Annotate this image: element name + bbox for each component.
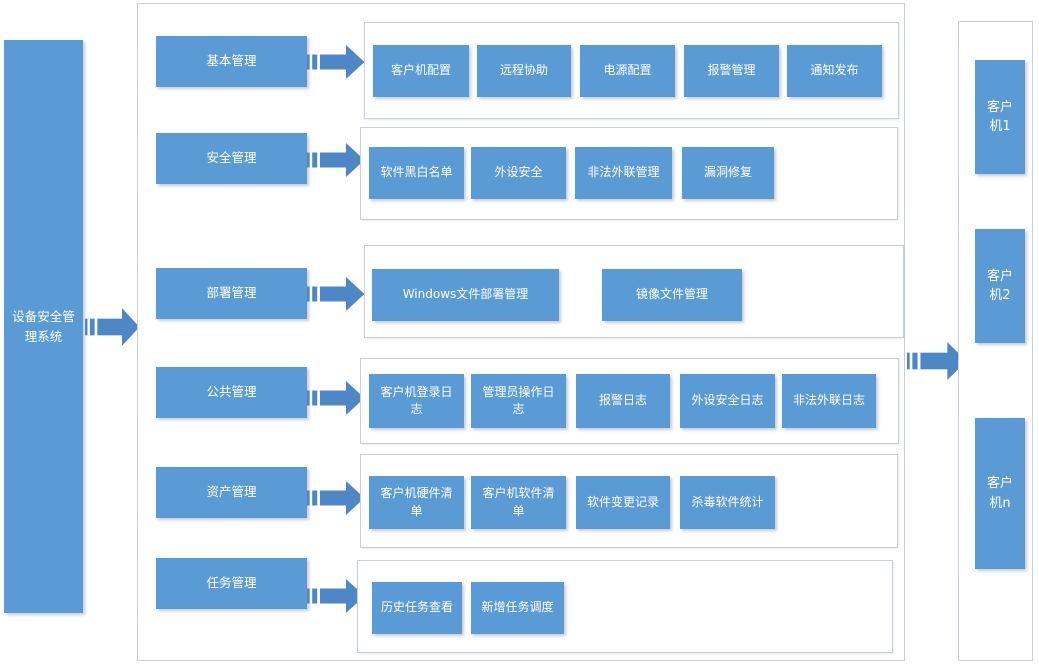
group-frame-basic: 客户机配置 远程协助 电源配置 报警管理 通知发布 [364, 22, 899, 119]
feature-box: 软件黑白名单 [369, 147, 464, 199]
feature-box: 外设安全日志 [680, 374, 775, 428]
root-system-box: 设备安全管理系统 [4, 40, 83, 613]
feature-box: 客户机软件清单 [471, 476, 566, 529]
feature-box: 外设安全 [471, 147, 566, 199]
flow-arrow-icon [307, 44, 365, 80]
feature-box: 非法外联管理 [575, 147, 672, 199]
group-frame-task: 历史任务查看 新增任务调度 [357, 560, 893, 653]
feature-box: 电源配置 [580, 45, 675, 97]
feature-box: 客户机硬件清单 [369, 476, 464, 529]
feature-box: 非法外联日志 [782, 374, 876, 428]
feature-box: 客户机配置 [373, 45, 469, 97]
group-frame-security: 软件黑白名单 外设安全 非法外联管理 漏洞修复 [360, 127, 898, 220]
feature-box: 客户机登录日志 [369, 374, 464, 428]
feature-box: 报警日志 [576, 374, 670, 428]
feature-box: 杀毒软件统计 [680, 476, 775, 529]
category-box-security: 安全管理 [156, 133, 307, 184]
feature-box: 漏洞修复 [682, 147, 774, 199]
flow-arrow-icon [307, 480, 365, 516]
client-box: 客户机1 [975, 60, 1025, 174]
category-box-task: 任务管理 [156, 558, 307, 609]
clients-container: 客户机1 客户机2 客户机n [958, 21, 1033, 661]
client-box: 客户机n [975, 418, 1025, 569]
feature-box: 远程协助 [477, 45, 571, 97]
category-box-basic: 基本管理 [156, 36, 307, 87]
feature-box: 管理员操作日志 [471, 374, 566, 428]
flow-arrow-icon [307, 380, 365, 416]
flow-arrow-icon [307, 276, 365, 312]
feature-box: 新增任务调度 [471, 582, 564, 634]
group-frame-public: 客户机登录日志 管理员操作日志 报警日志 外设安全日志 非法外联日志 [360, 358, 899, 444]
feature-box: 历史任务查看 [372, 582, 462, 634]
feature-box: 通知发布 [787, 45, 882, 97]
category-box-public: 公共管理 [156, 367, 307, 418]
category-box-deploy: 部署管理 [156, 268, 307, 319]
group-frame-asset: 客户机硬件清单 客户机软件清单 软件变更记录 杀毒软件统计 [360, 454, 898, 548]
category-box-asset: 资产管理 [156, 467, 307, 518]
flow-arrow-icon [307, 142, 365, 178]
group-frame-deploy: Windows文件部署管理 镜像文件管理 [364, 245, 904, 338]
client-box: 客户机2 [975, 229, 1025, 343]
flow-arrow-icon [85, 307, 140, 347]
feature-box: 软件变更记录 [576, 476, 670, 529]
feature-box: 镜像文件管理 [602, 269, 742, 321]
feature-box: Windows文件部署管理 [372, 269, 559, 321]
feature-box: 报警管理 [684, 45, 779, 97]
